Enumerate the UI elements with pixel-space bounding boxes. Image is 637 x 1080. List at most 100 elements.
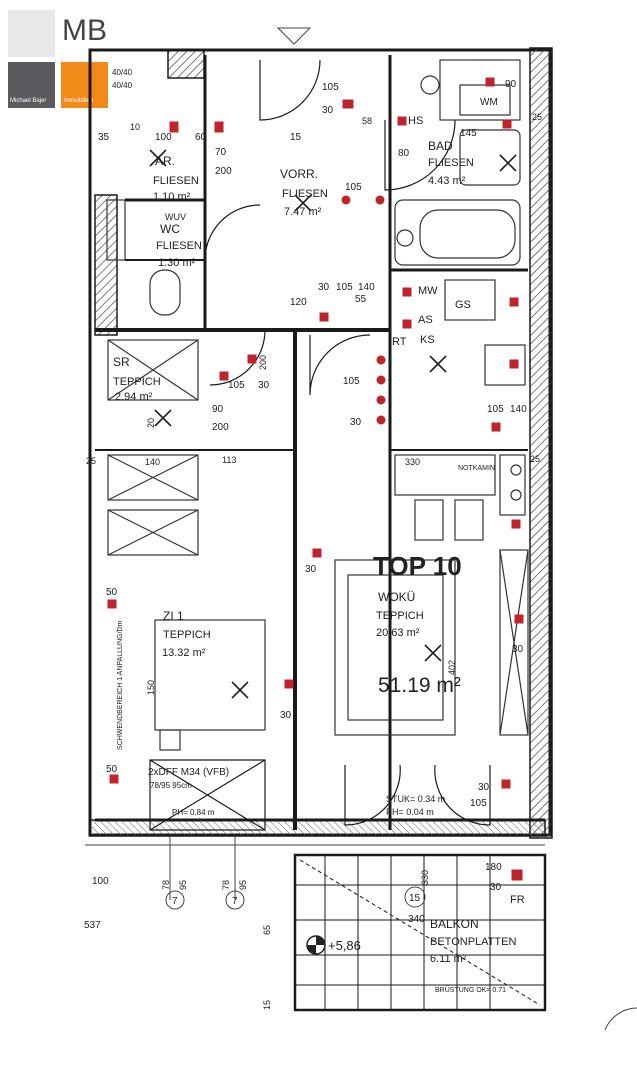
axis-marker-7-a: 7 xyxy=(172,896,178,907)
dim-40-b: 40/40 xyxy=(112,81,133,90)
dim-65: 65 xyxy=(262,925,272,935)
outlets xyxy=(107,77,524,881)
dim-60: 60 xyxy=(195,132,207,143)
room-sr-area: 2.94 m² xyxy=(115,391,153,403)
dim-145: 145 xyxy=(460,128,477,139)
dim-140: 140 xyxy=(358,282,375,293)
dim-55: 55 xyxy=(355,294,367,305)
label-ph2: PH= 0.04 m xyxy=(386,807,434,817)
logo-light-square xyxy=(8,10,55,57)
dim-105-f: 105 xyxy=(487,404,504,415)
dim-25-b: 25 xyxy=(530,454,540,464)
dim-25-c: 25 xyxy=(532,112,542,122)
dim-78-b: 78 xyxy=(221,880,231,890)
dim-120: 120 xyxy=(290,297,307,308)
dim-330: 330 xyxy=(420,870,430,885)
dim-58: 58 xyxy=(362,116,372,126)
room-balkon-area: 6.11 m² xyxy=(430,953,467,965)
dim-20: 20 xyxy=(146,418,156,428)
dim-30-b: 30 xyxy=(318,282,330,293)
dim-25-a: 25 xyxy=(86,456,96,466)
dim-200-b: 200 xyxy=(212,422,229,433)
label-fr: FR xyxy=(510,894,525,906)
dim-30-d: 30 xyxy=(350,417,362,428)
dim-105-d: 105 xyxy=(228,380,245,391)
dim-105-g: 105 xyxy=(470,798,487,809)
room-ar-floor: FLIESEN xyxy=(153,175,199,187)
label-mw: MW xyxy=(418,285,438,297)
room-balkon-name: BALKON xyxy=(430,917,479,931)
dim-180: 180 xyxy=(485,862,502,873)
dim-140-b: 140 xyxy=(510,404,527,415)
dim-340: 340 xyxy=(408,914,425,925)
light-markers xyxy=(149,149,517,699)
label-notkamin: NOTKAMIN xyxy=(458,465,495,472)
room-bad-area: 4.43 m² xyxy=(428,175,466,187)
dim-402: 402 xyxy=(447,660,457,675)
logo-dark-square xyxy=(8,62,55,108)
balcony-grid xyxy=(293,853,547,1012)
room-bad-floor: FLIESEN xyxy=(428,157,474,169)
dim-100: 100 xyxy=(155,132,172,143)
dim-30-a: 30 xyxy=(322,105,334,116)
label-gs: GS xyxy=(455,299,471,311)
label-ks: KS xyxy=(420,334,435,346)
dim-30-g: 30 xyxy=(280,710,292,721)
dim-537: 537 xyxy=(84,920,101,931)
axis-lines xyxy=(85,27,637,1031)
dim-30-c: 30 xyxy=(258,380,270,391)
furniture xyxy=(106,59,529,751)
label-stuk: STUK= 0.34 m xyxy=(386,794,445,804)
logo-initials: MB xyxy=(62,14,107,47)
label-ph: PH= 0.84 m xyxy=(172,808,215,817)
room-zi1-floor: TEPPICH xyxy=(163,629,211,641)
room-bad-name: BAD xyxy=(428,139,453,153)
label-as: AS xyxy=(418,314,433,326)
label-rt: RT xyxy=(392,336,407,348)
walls xyxy=(88,47,553,839)
room-zi1-name: ZI 1 xyxy=(163,609,184,623)
dim-10: 10 xyxy=(130,122,140,132)
dim-105-c: 105 xyxy=(336,282,353,293)
room-ar-name: AR. xyxy=(155,154,175,168)
dim-90: 90 xyxy=(505,79,517,90)
logo-name-left: Michael Bajer xyxy=(10,98,47,104)
level-marker xyxy=(306,935,326,955)
dim-50-a: 50 xyxy=(106,587,118,598)
label-level: +5,86 xyxy=(328,938,361,953)
label-hs: HS xyxy=(408,115,423,127)
label-vertical-note: SCHWENDBEREICH 1 ANPALLUNG/Dm xyxy=(117,620,124,750)
room-wc-name: WC xyxy=(160,222,180,236)
dim-30-e: 30 xyxy=(305,564,317,575)
room-ar-area: 1.10 m² xyxy=(153,191,191,203)
door-swings xyxy=(149,59,491,831)
dim-200-c: 200 xyxy=(258,355,268,370)
dim-70: 70 xyxy=(215,147,227,158)
label-bruestung: BRÜSTUNG OK= 0.71 xyxy=(435,986,506,994)
room-woku-name: WOKÜ xyxy=(378,590,415,604)
label-top-10: TOP 10 xyxy=(373,551,462,581)
dim-105-e: 105 xyxy=(343,376,360,387)
label-wuv: WUV xyxy=(165,212,186,222)
dim-310: 330 xyxy=(405,457,420,467)
dim-30-f: 30 xyxy=(512,644,524,655)
room-vorr-floor: FLIESEN xyxy=(282,188,328,200)
dim-40-a: 40/40 xyxy=(112,68,133,77)
room-sr-name: SR xyxy=(113,355,130,369)
dim-113: 113 xyxy=(222,455,236,465)
room-zi1-area: 13.32 m² xyxy=(162,647,206,659)
axis-marker-15: 15 xyxy=(409,893,421,904)
label-window: 2xDFF M34 (VFB) xyxy=(148,767,229,778)
dim-15: 15 xyxy=(290,132,302,143)
room-vorr-area: 7.47 m² xyxy=(284,206,322,218)
logo-name-right: Immobilien xyxy=(64,98,94,104)
dim-95-b: 95 xyxy=(238,880,248,890)
dim-105-b: 105 xyxy=(345,182,362,193)
room-wc-floor: FLIESEN xyxy=(156,240,202,252)
room-sr-floor: TEPPICH xyxy=(113,376,161,388)
dim-50-b: 50 xyxy=(106,764,118,775)
logo-orange-square xyxy=(61,62,108,108)
room-woku-area: 20.63 m² xyxy=(376,627,420,639)
dim-105-a: 105 xyxy=(322,82,339,93)
